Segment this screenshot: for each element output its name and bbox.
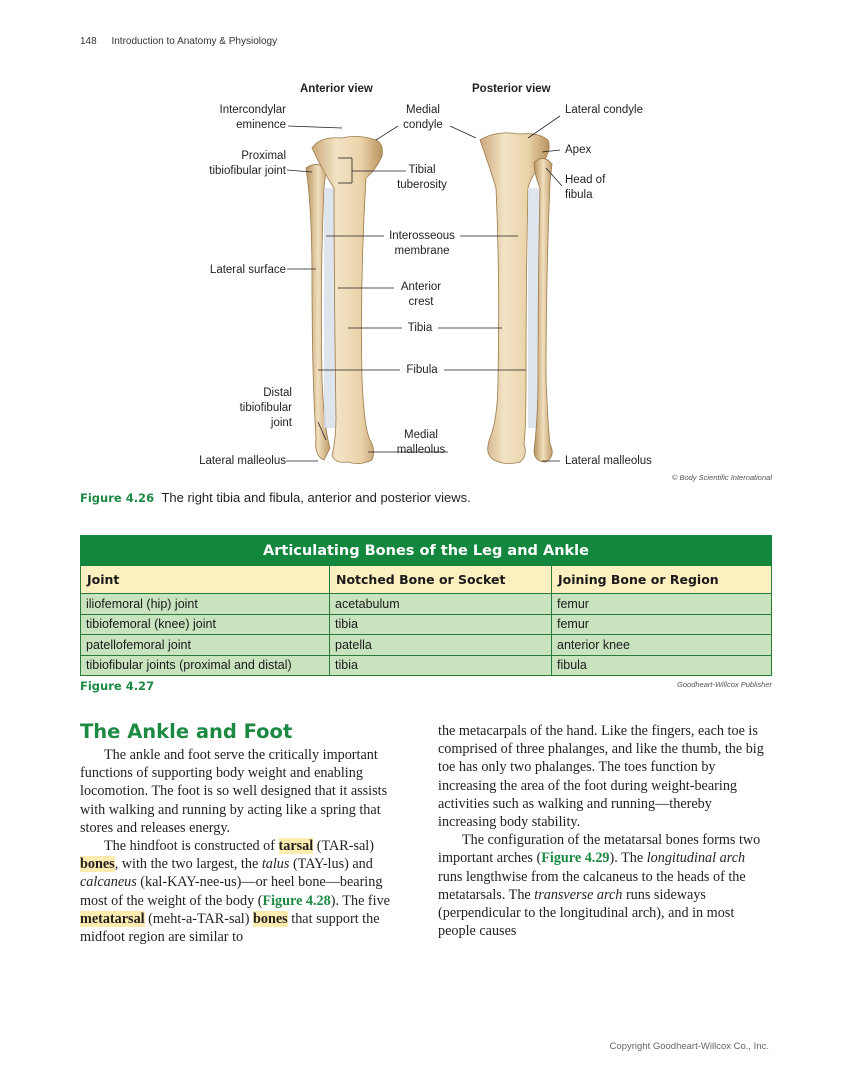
- cell-notched: patella: [329, 634, 552, 656]
- anterior-membrane: [324, 188, 336, 428]
- cell-notched: acetabulum: [329, 593, 552, 615]
- table-publisher: Goodheart-Willcox Publisher: [677, 680, 772, 689]
- figure-tibia-fibula: Anterior view Posterior view Intercondyl…: [80, 78, 772, 488]
- posterior-view-heading: Posterior view: [472, 83, 551, 95]
- table-row: tibiofemoral (knee) joint tibia femur: [80, 613, 772, 635]
- label-tibial-tuberosity: Tibial tuberosity: [397, 164, 447, 191]
- label-interosseous-membrane: Interosseous membrane: [389, 230, 455, 257]
- label-lateral-condyle: Lateral condyle: [565, 104, 643, 116]
- figure-ref-4-29[interactable]: Figure 4.29: [541, 850, 610, 867]
- label-medial-condyle: Medial condyle: [403, 104, 443, 131]
- cell-joint: tibiofibular joints (proximal and distal…: [80, 654, 330, 676]
- label-medial-malleolus: Medial malleolus: [396, 429, 446, 456]
- header-joint: Joint: [80, 565, 330, 594]
- cell-joint: tibiofemoral (knee) joint: [80, 613, 330, 635]
- page-number: 148: [80, 36, 97, 47]
- term-transverse-arch: transverse arch: [534, 886, 623, 903]
- label-lateral-surface: Lateral surface: [209, 264, 286, 276]
- paragraph-4: The configuration of the metatarsal bone…: [438, 832, 761, 940]
- cell-joining: femur: [551, 593, 772, 615]
- cell-joint: patellofemoral joint: [80, 634, 330, 656]
- cell-joining: anterior knee: [551, 634, 772, 656]
- copyright: Copyright Goodheart-Willcox Co., Inc.: [609, 1041, 769, 1052]
- section-heading: The Ankle and Foot: [80, 720, 293, 743]
- figure-caption: Figure 4.26 The right tibia and fibula, …: [80, 490, 471, 505]
- key-term-tarsal[interactable]: tarsal: [278, 838, 314, 855]
- paragraph-2: The hindfoot is constructed of tarsal (T…: [80, 838, 390, 946]
- label-anterior-crest: Anterior crest: [400, 281, 442, 308]
- key-term-tarsal-bones[interactable]: bones: [80, 856, 115, 873]
- key-term-metatarsal-bones[interactable]: bones: [253, 910, 288, 927]
- table-row: patellofemoral joint patella anterior kn…: [80, 634, 772, 656]
- cell-notched: tibia: [329, 613, 552, 635]
- label-distal-joint: Distal tibiofibular joint: [239, 387, 292, 429]
- bone-illustration: [286, 115, 563, 464]
- book-title: Introduction to Anatomy & Physiology: [111, 36, 278, 47]
- header-joining-bone: Joining Bone or Region: [551, 565, 772, 594]
- table-row: iliofemoral (hip) joint acetabulum femur: [80, 593, 772, 615]
- label-fibula: Fibula: [406, 364, 438, 376]
- running-head: 148 Introduction to Anatomy & Physiology: [80, 36, 277, 47]
- posterior-tibia: [479, 132, 550, 464]
- anterior-fibula: [305, 164, 331, 461]
- table-row: tibiofibular joints (proximal and distal…: [80, 654, 772, 676]
- cell-joint: iliofemoral (hip) joint: [80, 593, 330, 615]
- paragraph-3: the metacarpals of the hand. Like the fi…: [438, 723, 764, 831]
- figure-credit: © Body Scientific International: [671, 473, 772, 482]
- figure-ref-4-28[interactable]: Figure 4.28: [262, 892, 331, 909]
- table-header-row: Joint Notched Bone or Socket Joining Bon…: [80, 565, 772, 594]
- table-figure-number: Figure 4.27: [80, 679, 155, 693]
- key-term-metatarsal[interactable]: metatarsal: [80, 910, 145, 927]
- posterior-membrane: [528, 188, 540, 428]
- articulating-bones-table: Articulating Bones of the Leg and Ankle …: [80, 535, 772, 676]
- cell-joining: fibula: [551, 654, 772, 676]
- term-talus: talus: [261, 856, 290, 873]
- label-apex: Apex: [565, 144, 592, 156]
- label-lateral-malleolus-posterior: Lateral malleolus: [565, 455, 652, 467]
- header-notched-bone: Notched Bone or Socket: [329, 565, 552, 594]
- posterior-fibula: [533, 158, 553, 463]
- text-column-right: the metacarpals of the hand. Like the fi…: [438, 722, 771, 940]
- anterior-view-heading: Anterior view: [300, 83, 373, 95]
- label-proximal-joint: Proximal tibiofibular joint: [209, 150, 286, 177]
- caption-number: Figure 4.26: [80, 491, 155, 505]
- caption-text: The right tibia and fibula, anterior and…: [161, 490, 471, 505]
- cell-notched: tibia: [329, 654, 552, 676]
- label-tibia: Tibia: [407, 322, 433, 334]
- table-title: Articulating Bones of the Leg and Ankle: [80, 535, 772, 566]
- anterior-tibia: [311, 136, 383, 464]
- label-lateral-malleolus-anterior: Lateral malleolus: [199, 455, 286, 467]
- label-head-of-fibula: Head of fibula: [565, 174, 606, 201]
- term-calcaneus: calcaneus: [80, 874, 137, 891]
- label-intercondylar-eminence: Intercondylar eminence: [219, 104, 286, 131]
- text-column-left: The Ankle and Foot The ankle and foot se…: [80, 720, 392, 946]
- term-longitudinal-arch: longitudinal arch: [646, 850, 746, 867]
- cell-joining: femur: [551, 613, 772, 635]
- paragraph-1: The ankle and foot serve the critically …: [80, 747, 388, 836]
